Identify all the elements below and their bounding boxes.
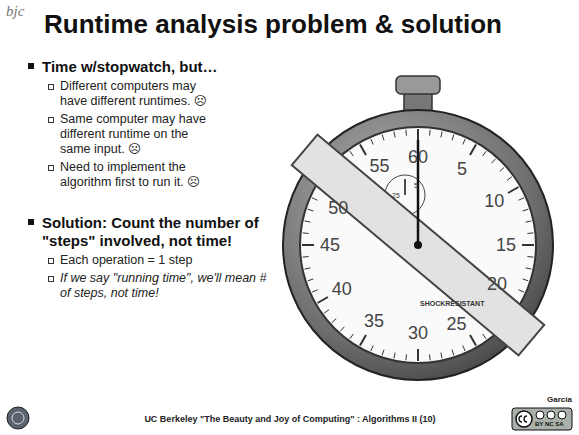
cc-badge bbox=[512, 408, 572, 430]
dial-number: 30 bbox=[408, 323, 428, 344]
dial-number: 5 bbox=[457, 158, 467, 179]
bullet-list: Time w/stopwatch, but… Different computer… bbox=[26, 58, 270, 301]
stopwatch-crown bbox=[396, 76, 440, 112]
dial-number: 20 bbox=[487, 273, 507, 294]
dial-number: 45 bbox=[320, 235, 340, 256]
dial-number: 10 bbox=[484, 191, 504, 212]
bullet-point: If we say "running time", we'll mean # o… bbox=[26, 271, 270, 301]
bullet-point: Each operation = 1 step bbox=[26, 253, 270, 268]
sub-dial-number: 25 bbox=[392, 192, 400, 200]
dial-number: 40 bbox=[332, 279, 352, 300]
sub-dial-hand bbox=[404, 179, 406, 195]
stopwatch-body bbox=[283, 110, 553, 380]
berkeley-seal bbox=[7, 407, 29, 429]
author-name: Garcia bbox=[547, 395, 572, 404]
bullet-heading: Time w/stopwatch, but… bbox=[26, 58, 270, 76]
dial-number: 15 bbox=[496, 235, 516, 256]
prohibition-band bbox=[292, 135, 544, 356]
dial-number: 55 bbox=[369, 156, 389, 177]
bullet-point: Different computers may have different r… bbox=[26, 79, 210, 109]
hand-pivot bbox=[414, 241, 422, 249]
license-text: BY NC SA bbox=[535, 421, 564, 428]
dial-number: 35 bbox=[364, 311, 384, 332]
sub-dial-number: 5 bbox=[414, 182, 418, 190]
dial-number: 50 bbox=[328, 197, 348, 218]
dial-number: 25 bbox=[447, 314, 467, 335]
bullet-heading: Solution: Count the number of "steps" in… bbox=[26, 214, 270, 250]
berkeley-seal-ring bbox=[12, 412, 24, 424]
bullet-point: Need to implement the algorithm first to… bbox=[26, 160, 210, 190]
logo-text: bjc bbox=[6, 3, 24, 20]
watch-brand: SHOCKRESISTANT bbox=[420, 300, 484, 308]
bullet-point: Same computer may have different runtime… bbox=[26, 112, 210, 157]
slide-title: Runtime analysis problem & solution bbox=[44, 10, 502, 40]
footer-text: UC Berkeley "The Beauty and Joy of Compu… bbox=[144, 414, 435, 424]
dial-number: 60 bbox=[408, 147, 428, 168]
